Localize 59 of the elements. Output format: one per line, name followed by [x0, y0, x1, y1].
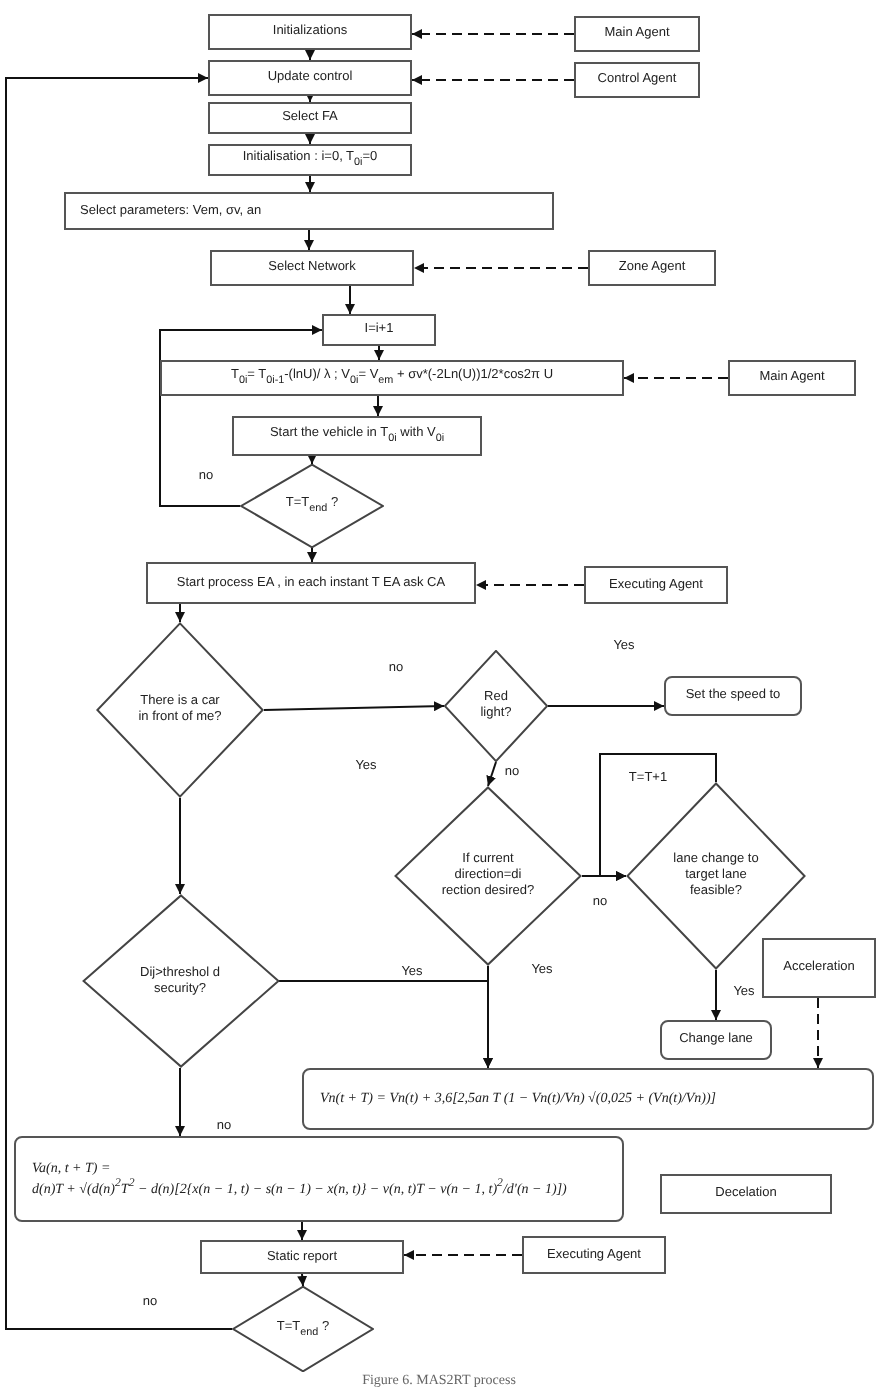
arrow — [345, 285, 355, 315]
process-box — [208, 60, 412, 96]
arrow — [175, 797, 185, 895]
dashed-arrow — [413, 263, 589, 273]
agent-box — [522, 1236, 666, 1274]
arrow — [711, 969, 721, 1021]
arrow — [373, 395, 383, 417]
arrow — [305, 49, 315, 61]
terminal-box — [660, 1020, 772, 1060]
terminal-box — [664, 676, 802, 716]
dashed-arrow — [411, 75, 575, 85]
arrow — [547, 701, 665, 711]
decision-diamond — [81, 894, 279, 1068]
arrow — [307, 547, 317, 563]
dashed-arrow — [813, 997, 823, 1069]
decision-diamond — [240, 464, 384, 548]
formula-box — [14, 1136, 624, 1222]
decision-diamond — [232, 1286, 374, 1372]
formula-box — [160, 360, 624, 396]
arrow — [175, 603, 185, 623]
arrow — [5, 73, 233, 1330]
arrow — [297, 1221, 307, 1241]
agent-box — [728, 360, 856, 396]
dashed-arrow — [411, 29, 575, 39]
agent-box — [584, 566, 728, 604]
process-box — [322, 314, 436, 346]
decision-diamond — [96, 622, 264, 798]
arrow — [263, 701, 445, 712]
dashed-arrow — [475, 580, 585, 590]
model-box — [762, 938, 876, 998]
decision-diamond — [394, 786, 582, 966]
model-box — [660, 1174, 832, 1214]
decision-diamond — [444, 650, 548, 762]
arrow — [305, 92, 315, 103]
agent-box — [574, 16, 700, 52]
arrow — [159, 325, 323, 507]
arrow — [175, 1067, 185, 1137]
process-box — [208, 102, 412, 134]
process-box — [232, 416, 482, 456]
dashed-arrow — [403, 1250, 523, 1260]
process-box — [200, 1240, 404, 1274]
arrow — [307, 454, 317, 465]
arrow — [599, 753, 717, 881]
arrow — [304, 229, 314, 251]
process-box — [146, 562, 476, 604]
process-box — [64, 192, 554, 230]
dashed-arrow — [623, 373, 729, 383]
process-box — [208, 144, 412, 176]
process-box — [210, 250, 414, 286]
arrow — [305, 133, 315, 145]
agent-box — [574, 62, 700, 98]
arrow — [297, 1273, 308, 1287]
process-box — [208, 14, 412, 50]
arrow — [374, 345, 384, 361]
arrow — [486, 761, 497, 787]
arrow — [305, 175, 315, 193]
arrow — [278, 980, 493, 1069]
formula-box — [302, 1068, 874, 1130]
agent-box — [588, 250, 716, 286]
